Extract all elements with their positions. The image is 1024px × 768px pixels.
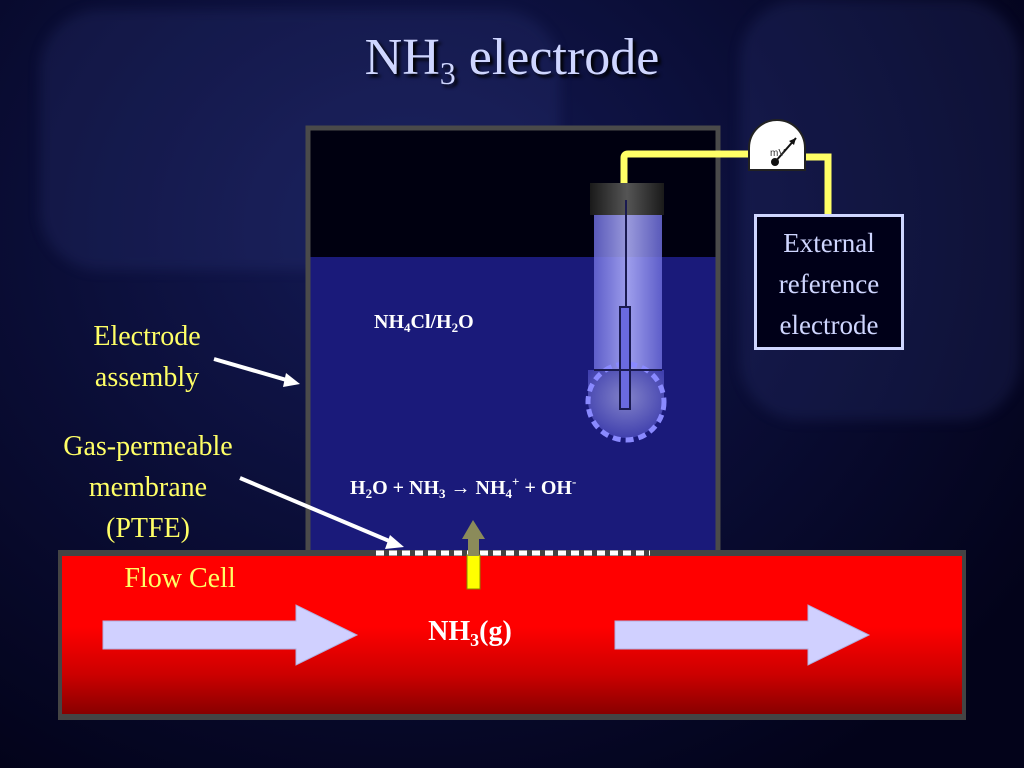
external-reference-box [754,214,904,350]
page-title: NH3 electrode [364,29,660,91]
millivolt-meter-icon [748,119,806,171]
membrane-label: Gas-permeable membrane (PTFE) [63,431,233,544]
wire-to-reference [805,153,832,214]
diffusion-arrow-icon [462,520,485,590]
flow-cell-label: Flow Cell [124,563,236,594]
meter-unit-label: mV [770,148,785,159]
background-glow-right [740,0,1020,420]
flow-direction-arrow-right-icon [614,604,871,666]
external-reference-label: External reference electrode [778,228,880,340]
wire-to-meter [620,150,752,183]
electrode-membrane [585,361,667,443]
ammonia-gas-label: NH3(g) [428,616,512,650]
internal-solution-label: NH4Cl/H2O [374,311,474,335]
ion-selective-electrode [585,183,667,443]
reaction-equation: H2O + NH3 → NH4+ + OH- [350,474,577,501]
electrode-assembly-pointer-icon [213,357,300,387]
electrode-element [619,306,631,410]
electrode-assembly-label: Electrode assembly [93,321,201,393]
flow-direction-arrow-left-icon [102,604,359,666]
membrane-pointer-icon [239,476,404,549]
